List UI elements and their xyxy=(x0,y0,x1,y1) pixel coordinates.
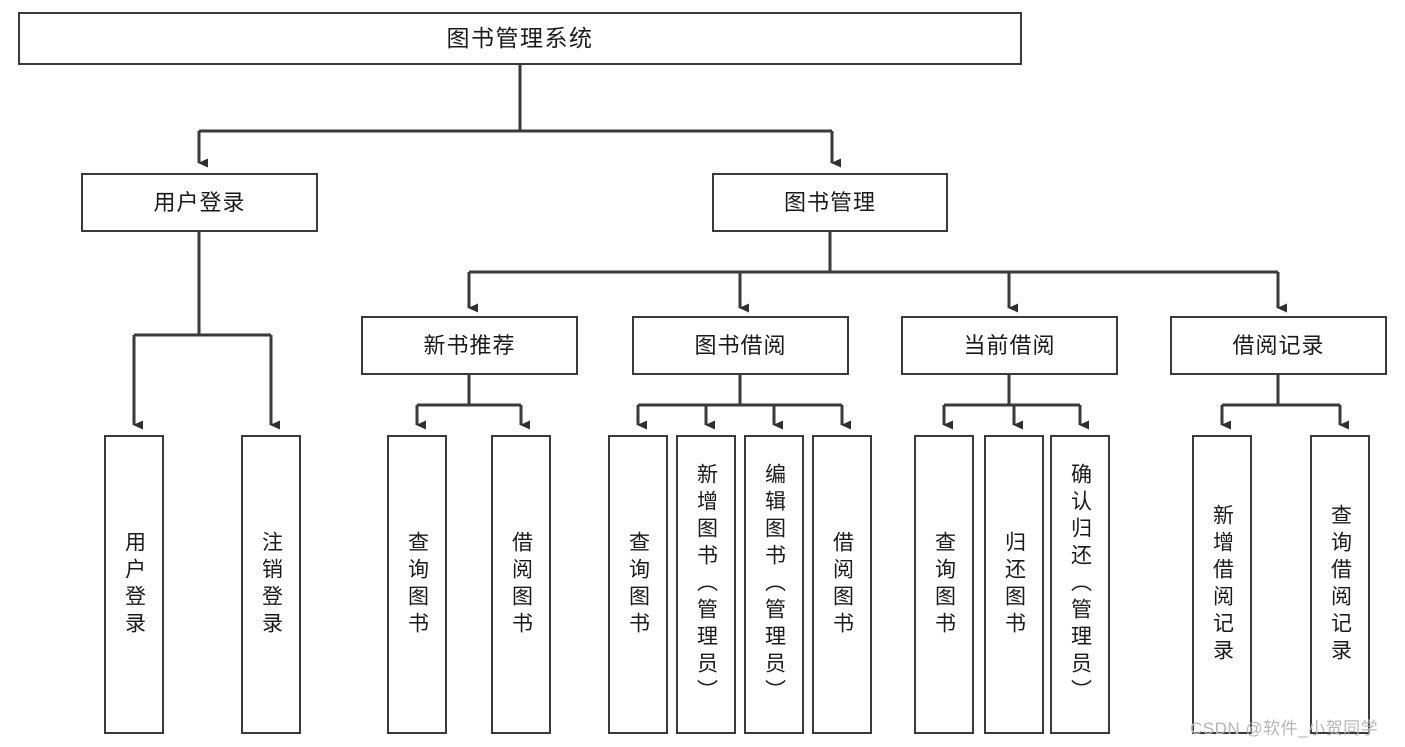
leaf-edit-book-admin[interactable]: 编辑图书（管理员） xyxy=(744,435,804,734)
node-label: 编辑图书（管理员） xyxy=(762,463,786,706)
node-label: 归还图书 xyxy=(1002,530,1026,639)
leaf-query-book-current[interactable]: 查询图书 xyxy=(914,435,974,734)
node-book-management[interactable]: 图书管理 xyxy=(712,173,948,232)
node-label: 确认归还（管理员） xyxy=(1068,463,1092,706)
node-label: 查询图书 xyxy=(405,530,429,639)
node-current-borrow[interactable]: 当前借阅 xyxy=(901,316,1118,375)
leaf-add-borrow-record[interactable]: 新增借阅记录 xyxy=(1192,435,1252,734)
leaf-borrow-book-recommend[interactable]: 借阅图书 xyxy=(491,435,551,734)
leaf-query-book-recommend[interactable]: 查询图书 xyxy=(387,435,447,734)
node-label: 图书管理 xyxy=(783,189,876,215)
node-user-login[interactable]: 用户登录 xyxy=(81,173,318,232)
leaf-confirm-return-admin[interactable]: 确认归还（管理员） xyxy=(1050,435,1110,734)
node-label: 借阅图书 xyxy=(509,530,533,639)
leaf-user-login[interactable]: 用户登录 xyxy=(104,435,164,734)
leaf-return-book[interactable]: 归还图书 xyxy=(984,435,1044,734)
node-label: 借阅图书 xyxy=(830,530,854,639)
node-root-system[interactable]: 图书管理系统 xyxy=(18,12,1022,65)
leaf-user-logout[interactable]: 注销登录 xyxy=(241,435,301,734)
node-label: 图书管理系统 xyxy=(446,25,594,51)
node-label: 用户登录 xyxy=(122,530,146,639)
node-label: 注销登录 xyxy=(259,530,283,639)
leaf-borrow-book[interactable]: 借阅图书 xyxy=(812,435,872,734)
leaf-query-borrow-record[interactable]: 查询借阅记录 xyxy=(1310,435,1370,734)
leaf-add-book-admin[interactable]: 新增图书（管理员） xyxy=(676,435,736,734)
leaf-query-book[interactable]: 查询图书 xyxy=(608,435,668,734)
node-label: 用户登录 xyxy=(153,189,246,215)
node-label: 新书推荐 xyxy=(423,332,516,358)
node-label: 查询借阅记录 xyxy=(1328,503,1352,666)
node-new-book-recommend[interactable]: 新书推荐 xyxy=(361,316,578,375)
node-label: 查询图书 xyxy=(932,530,956,639)
node-label: 图书借阅 xyxy=(694,332,787,358)
node-book-borrow[interactable]: 图书借阅 xyxy=(632,316,849,375)
node-label: 查询图书 xyxy=(626,530,650,639)
node-label: 新增借阅记录 xyxy=(1210,503,1234,666)
node-borrow-record[interactable]: 借阅记录 xyxy=(1170,316,1387,375)
node-label: 新增图书（管理员） xyxy=(694,463,718,706)
node-label: 当前借阅 xyxy=(963,332,1056,358)
node-label: 借阅记录 xyxy=(1232,332,1325,358)
